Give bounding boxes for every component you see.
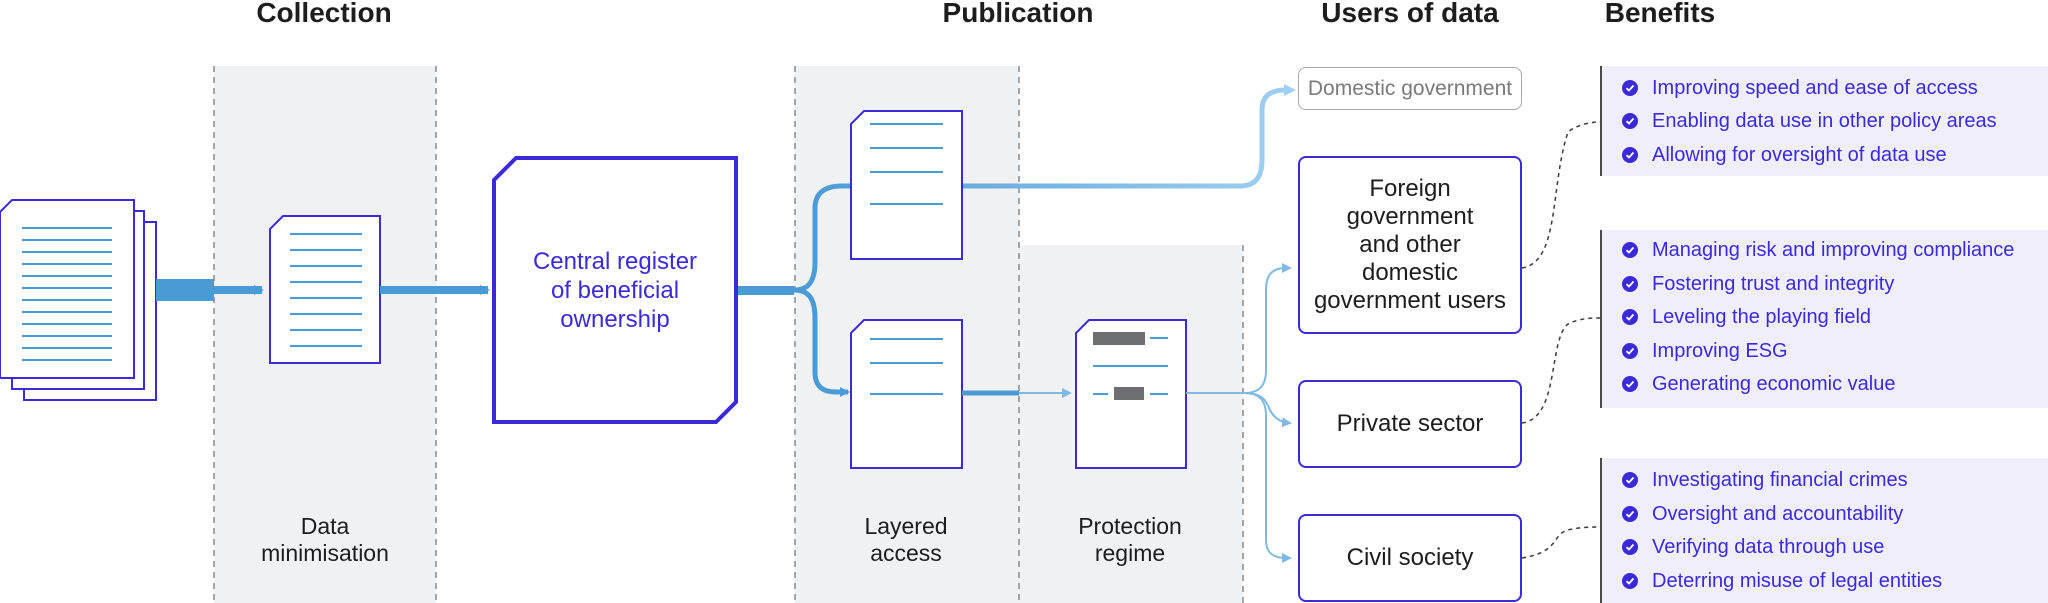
benefit-item: Deterring misuse of legal entities — [1622, 567, 1942, 595]
user-domestic-government: Domestic government — [1298, 67, 1522, 110]
source-documents-lines — [22, 227, 112, 361]
central-register-box — [492, 156, 738, 424]
arrows-to-users — [1186, 263, 1292, 563]
benefit-item: Improving ESG — [1622, 337, 1788, 365]
benefit-text: Leveling the playing field — [1652, 305, 1872, 328]
benefit-item: Fostering trust and integrity — [1622, 270, 1894, 298]
central-register-label: Central register of beneficial ownership — [532, 248, 698, 333]
benefit-connectors — [1521, 121, 1601, 559]
benefit-text: Fostering trust and integrity — [1652, 272, 1895, 295]
check-circle-icon — [1622, 242, 1638, 258]
check-circle-icon — [1622, 472, 1638, 488]
user-foreign-government: Foreign government and other domestic go… — [1298, 156, 1522, 334]
check-circle-icon — [1622, 80, 1638, 96]
benefit-item: Managing risk and improving compliance — [1622, 236, 2014, 264]
user-private-sector: Private sector — [1298, 380, 1522, 468]
protection-regime-document-icon — [1075, 319, 1187, 469]
benefit-text: Investigating financial crimes — [1652, 468, 1908, 491]
arrow-to-domestic-government — [793, 87, 1290, 293]
check-circle-icon — [1622, 113, 1638, 129]
check-circle-icon — [1622, 276, 1638, 292]
check-circle-icon — [1622, 147, 1638, 163]
check-circle-icon — [1622, 539, 1638, 555]
header-users-of-data: Users of data — [1321, 0, 1499, 28]
arrow-to-layered-access — [793, 287, 850, 397]
benefit-item: Verifying data through use — [1622, 533, 1884, 561]
band-dividers — [213, 66, 1244, 603]
minimised-document-icon — [269, 215, 381, 364]
benefit-item: Improving speed and ease of access — [1622, 74, 1978, 102]
benefit-text: Managing risk and improving compliance — [1652, 238, 2015, 261]
benefit-item: Leveling the playing field — [1622, 303, 1871, 331]
benefits-group-civil-society: Investigating financial crimes Oversight… — [1600, 458, 2048, 603]
check-circle-icon — [1622, 506, 1638, 522]
benefit-item: Oversight and accountability — [1622, 500, 1903, 528]
header-collection: Collection — [256, 0, 392, 28]
check-circle-icon — [1622, 309, 1638, 325]
benefit-item: Generating economic value — [1622, 370, 1895, 398]
benefits-group-private-sector: Managing risk and improving compliance F… — [1600, 230, 2048, 408]
header-publication: Publication — [942, 0, 1094, 28]
benefit-item: Investigating financial crimes — [1622, 466, 1908, 494]
benefit-text: Oversight and accountability — [1652, 502, 1904, 525]
benefit-text: Improving ESG — [1652, 339, 1788, 362]
benefit-text: Verifying data through use — [1652, 535, 1885, 558]
check-circle-icon — [1622, 573, 1638, 589]
label-data-minimisation: Data minimisation — [261, 513, 389, 566]
layered-access-restricted-document-icon — [850, 319, 963, 469]
benefit-text: Allowing for oversight of data use — [1652, 143, 1947, 166]
benefit-item: Allowing for oversight of data use — [1622, 141, 1947, 169]
header-benefits: Benefits — [1604, 0, 1716, 28]
check-circle-icon — [1622, 376, 1638, 392]
layered-access-public-document-icon — [850, 110, 963, 260]
benefit-text: Deterring misuse of legal entities — [1652, 569, 1943, 592]
benefit-text: Improving speed and ease of access — [1652, 76, 1978, 99]
label-layered-access: Layered access — [864, 513, 948, 566]
collection-arrow-thick — [156, 279, 214, 301]
label-protection-regime: Protection regime — [1078, 513, 1182, 566]
check-circle-icon — [1622, 343, 1638, 359]
benefit-text: Generating economic value — [1652, 372, 1896, 395]
benefit-item: Enabling data use in other policy areas — [1622, 107, 1997, 135]
benefit-text: Enabling data use in other policy areas — [1652, 109, 1997, 132]
benefits-group-government: Improving speed and ease of access Enabl… — [1600, 66, 2048, 176]
user-civil-society: Civil society — [1298, 514, 1522, 602]
